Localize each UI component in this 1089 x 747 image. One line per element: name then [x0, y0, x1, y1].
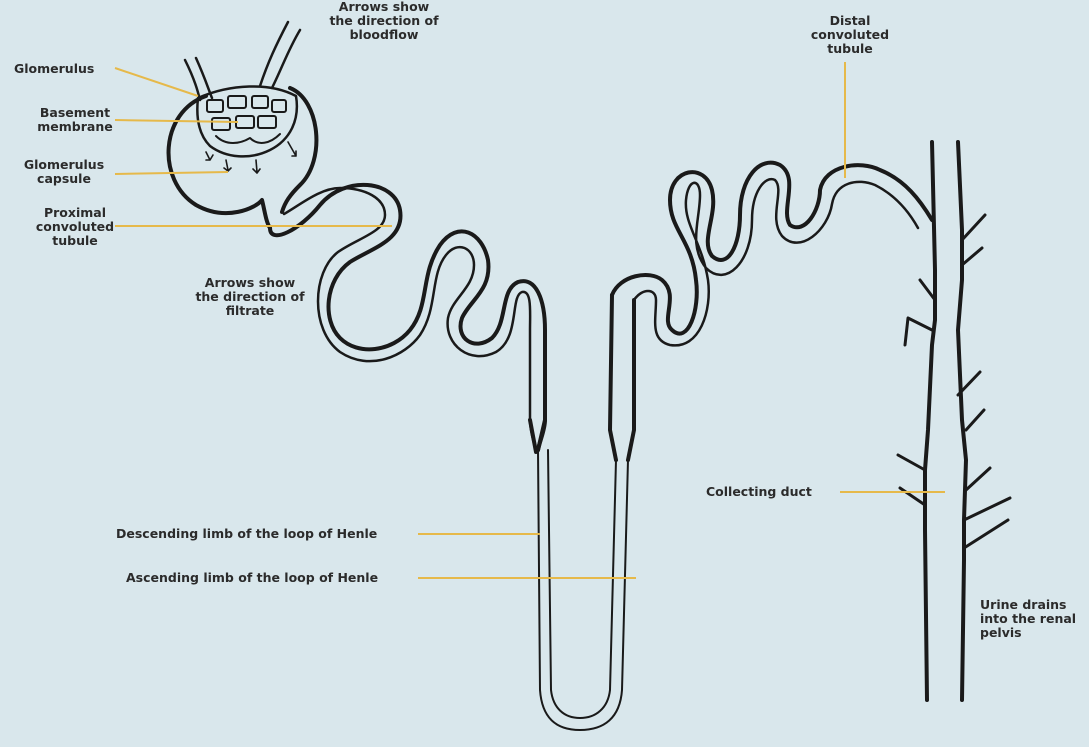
distal-tubule-inner: [634, 179, 918, 345]
label-glomerulus: Glomerulus: [14, 62, 94, 76]
label-arrows-bloodflow: Arrows show the direction of bloodflow: [314, 0, 454, 42]
label-descending-limb: Descending limb of the loop of Henle: [116, 527, 377, 541]
label-arrows-filtrate: Arrows show the direction of filtrate: [180, 276, 320, 318]
label-proximal-convoluted-tubule: Proximal convoluted tubule: [30, 206, 120, 248]
label-basement-membrane: Basement membrane: [30, 106, 120, 134]
label-distal-convoluted-tubule: Distal convoluted tubule: [800, 14, 900, 56]
proximal-tubule-inner: [284, 188, 536, 452]
label-ascending-limb: Ascending limb of the loop of Henle: [126, 571, 378, 585]
glomerulus-tuft: [185, 22, 300, 173]
label-urine-drains: Urine drains into the renal pelvis: [980, 598, 1076, 640]
distal-tubule-outer: [612, 163, 932, 334]
loop-of-henle-inner: [548, 450, 616, 718]
label-glomerulus-capsule: Glomerulus capsule: [12, 158, 116, 186]
label-collecting-duct: Collecting duct: [706, 485, 812, 499]
